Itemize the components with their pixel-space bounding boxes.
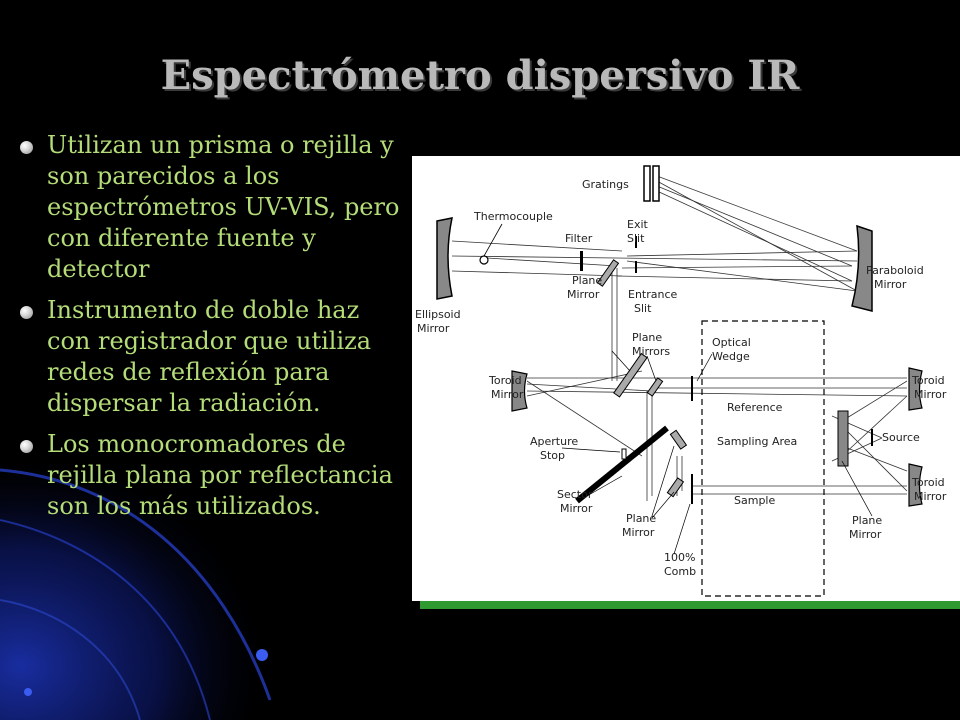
plane-mirrors-icon [613, 352, 648, 398]
bullet-dot-icon [20, 440, 33, 453]
toroid-mirror-right-bottom-icon [908, 463, 923, 507]
label-toroid-right-bottom: Toroid [911, 476, 945, 489]
filter-icon [580, 251, 583, 271]
thermocouple-icon [479, 255, 489, 265]
label-entrance-slit: Slit [634, 302, 652, 315]
label-optical-wedge: Wedge [712, 350, 750, 363]
optical-layout: Gratings Thermocouple Exit Slit Filter P… [415, 165, 947, 597]
exit-slit-icon [635, 236, 637, 248]
toroid-mirror-left-icon [511, 370, 528, 412]
bullet-item: Instrumento de doble haz con registrador… [14, 295, 409, 419]
label-gratings: Gratings [582, 178, 629, 191]
label-toroid-right-top: Toroid [911, 374, 945, 387]
label-comb: 100% [664, 551, 695, 564]
source-mirror-icon [837, 410, 849, 467]
bullet-item: Utilizan un prisma o rejilla y son parec… [14, 130, 409, 285]
label-entrance-slit: Entrance [628, 288, 678, 301]
label-aperture-stop: Aperture [530, 435, 578, 448]
plane-mirror-bottom-icon [669, 429, 688, 450]
slide-title: Espectrómetro dispersivo IR [160, 52, 800, 99]
label-plane-mirror-bottom: Plane [626, 512, 656, 525]
plane-mirror-icon [596, 259, 620, 287]
label-plane-mirror-right: Plane [852, 514, 882, 527]
sector-mirror-icon [575, 425, 669, 504]
toroid-mirror-right-top-icon [908, 367, 923, 411]
label-sector-mirror: Mirror [560, 502, 593, 515]
plane-mirrors-icon [646, 377, 664, 397]
label-ellipsoid: Ellipsoid [415, 308, 461, 321]
label-toroid-right-bottom: Mirror [914, 490, 947, 503]
aperture-stop-icon [621, 448, 627, 460]
label-comb: Comb [664, 565, 696, 578]
spectrometer-diagram: Gratings Thermocouple Exit Slit Filter P… [412, 156, 960, 601]
label-plane-mirror-bottom: Mirror [622, 526, 655, 539]
label-sample: Sample [734, 494, 775, 507]
leader-lines [561, 350, 873, 555]
label-aperture-stop: Stop [540, 449, 565, 462]
label-paraboloid: Paraboloid [866, 264, 924, 277]
bullet-list: Utilizan un prisma o rejilla y son parec… [14, 130, 409, 532]
exit-slit-icon [635, 261, 637, 273]
label-optical-wedge: Optical [712, 336, 751, 349]
label-reference: Reference [727, 401, 783, 414]
bullet-text: Instrumento de doble haz con registrador… [47, 296, 372, 417]
bullet-text: Los monocromadores de rejilla plana por … [47, 430, 393, 520]
label-thermocouple: Thermocouple [473, 210, 553, 223]
label-plane-mirror-right: Mirror [849, 528, 882, 541]
bullet-text: Utilizan un prisma o rejilla y son parec… [47, 131, 400, 283]
label-plane-mirrors: Mirrors [632, 345, 670, 358]
bullet-dot-icon [20, 141, 33, 154]
label-sampling-area: Sampling Area [717, 435, 797, 448]
gratings-icon [643, 165, 660, 202]
label-filter: Filter [565, 232, 593, 245]
paraboloid-mirror-icon [851, 224, 873, 312]
figure-accent-bar [420, 601, 960, 609]
label-paraboloid: Mirror [874, 278, 907, 291]
label-toroid-left: Toroid [488, 374, 522, 387]
ellipsoid-mirror-icon [436, 217, 453, 300]
label-toroid-left: Mirror [491, 388, 524, 401]
bullet-item: Los monocromadores de rejilla plana por … [14, 429, 409, 522]
label-toroid-right-top: Mirror [914, 388, 947, 401]
label-plane-mirror-top: Mirror [567, 288, 600, 301]
label-exit-slit: Exit [627, 218, 649, 231]
sampling-area-box [701, 320, 825, 597]
bullet-dot-icon [20, 306, 33, 319]
plane-mirror-bottom-icon [666, 477, 685, 498]
beam-paths [451, 175, 908, 501]
label-plane-mirrors: Plane [632, 331, 662, 344]
label-exit-slit: Slit [627, 232, 645, 245]
label-ellipsoid: Mirror [417, 322, 450, 335]
label-sector-mirror: Sector [557, 488, 593, 501]
label-source: Source [882, 431, 920, 444]
label-plane-mirror-top: Plane [572, 274, 602, 287]
